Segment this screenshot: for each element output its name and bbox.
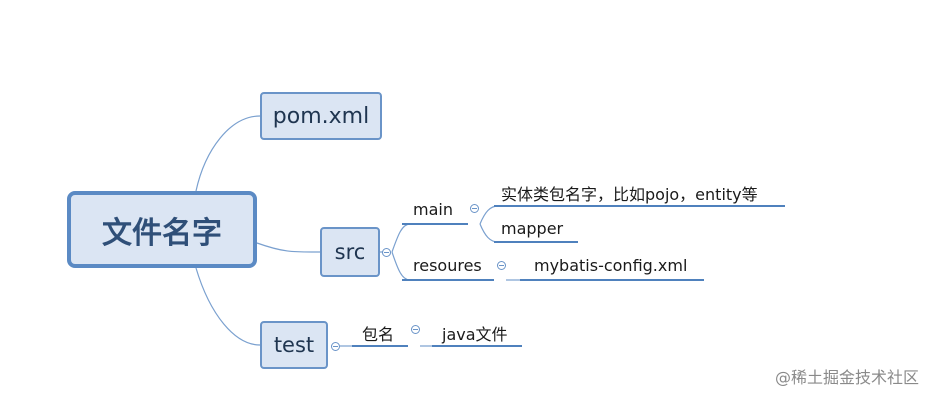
- root-topic-label: 文件名字: [102, 215, 222, 251]
- topic-pom-xml-label: pom.xml: [272, 103, 370, 129]
- topic-test-label: test: [273, 333, 315, 357]
- collapse-resources-icon[interactable]: [497, 261, 506, 270]
- subtopic-entity[interactable]: 实体类包名字，比如pojo，entity等: [501, 185, 758, 204]
- subtopic-package[interactable]: 包名: [362, 325, 395, 344]
- topic-src[interactable]: src: [320, 227, 380, 277]
- connector-root-src: [256, 242, 321, 253]
- collapse-package-icon[interactable]: [411, 325, 420, 334]
- topic-test[interactable]: test: [260, 321, 328, 369]
- connector-main-mapper: [479, 223, 499, 243]
- connector-main-entity: [479, 205, 499, 225]
- subtopic-resources[interactable]: resoures: [413, 256, 482, 275]
- connector-root-pom: [195, 115, 261, 192]
- connector-src-main: [391, 223, 411, 253]
- topic-pom-xml[interactable]: pom.xml: [260, 92, 382, 140]
- topic-src-label: src: [334, 240, 366, 264]
- subtopic-main[interactable]: main: [413, 200, 453, 219]
- watermark: @稀土掘金技术社区: [774, 368, 919, 387]
- collapse-main-icon[interactable]: [470, 204, 479, 213]
- root-topic[interactable]: 文件名字: [67, 191, 257, 268]
- subtopic-java-file[interactable]: java文件: [442, 325, 508, 344]
- connector-src-resources: [391, 251, 411, 281]
- subtopic-mapper[interactable]: mapper: [501, 219, 564, 238]
- collapse-test-icon[interactable]: [331, 342, 340, 351]
- connector-root-test: [195, 267, 261, 346]
- subtopic-mybatis-config[interactable]: mybatis-config.xml: [534, 256, 688, 275]
- collapse-src-icon[interactable]: [382, 248, 391, 257]
